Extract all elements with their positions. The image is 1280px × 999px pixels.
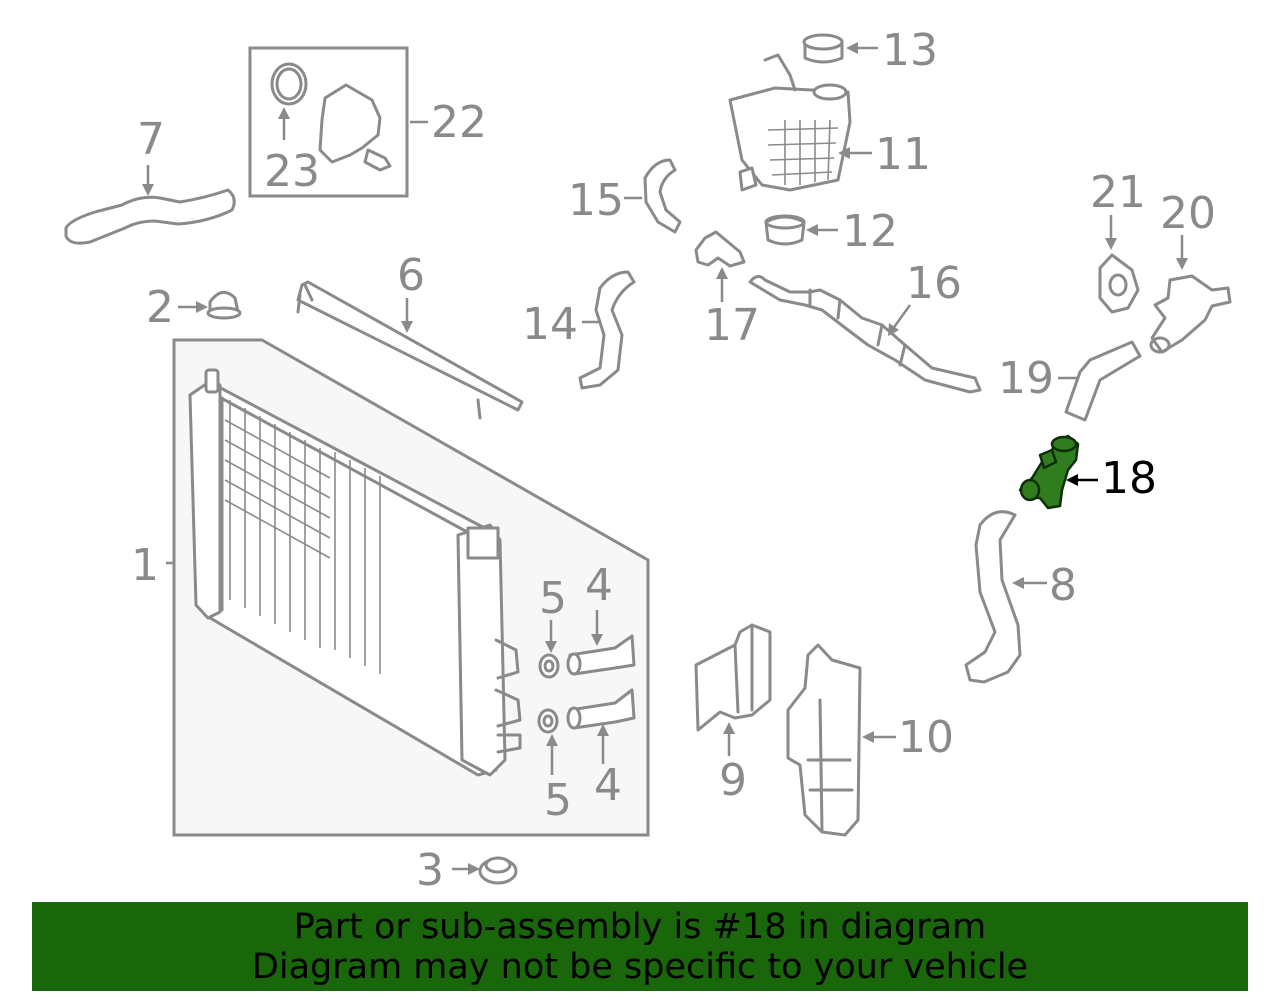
part-20-water-outlet[interactable] (1149, 274, 1232, 354)
callout-4-upper[interactable]: 4 (585, 560, 613, 611)
callout-16[interactable]: 16 (906, 258, 962, 309)
callout-18[interactable]: 18 (1101, 453, 1157, 504)
part-12-cap[interactable] (764, 214, 806, 246)
callout-5-upper[interactable]: 5 (539, 573, 567, 624)
part-22-thermostat-box[interactable] (248, 46, 409, 198)
callout-8[interactable]: 8 (1049, 560, 1077, 611)
callout-13[interactable]: 13 (882, 25, 938, 76)
part-10-air-guide[interactable] (786, 643, 862, 837)
callout-19[interactable]: 19 (998, 353, 1054, 404)
part-16-hose-assembly[interactable] (748, 275, 982, 394)
part-4-drain-plug-upper[interactable] (566, 634, 636, 676)
part-8-lower-hose[interactable] (964, 510, 1022, 684)
callout-2[interactable]: 2 (146, 282, 174, 333)
banner-line-part: Part or sub-assembly is #18 in diagram (293, 906, 987, 947)
info-banner: Part or sub-assembly is #18 in diagram D… (32, 902, 1248, 991)
part-6-support-bar[interactable] (296, 280, 524, 420)
part-4-drain-plug-lower[interactable] (566, 688, 636, 730)
part-14-hose[interactable] (578, 270, 636, 390)
callout-7[interactable]: 7 (137, 114, 165, 165)
part-5-oring-upper[interactable] (538, 653, 560, 679)
callout-6[interactable]: 6 (397, 250, 425, 301)
radiator-fins (224, 400, 381, 674)
part-3-grommet[interactable] (478, 856, 518, 885)
part-5-oring-lower[interactable] (537, 708, 559, 734)
part-18-water-inlet[interactable] (1018, 434, 1080, 510)
part-15-hose[interactable] (643, 158, 682, 234)
callout-23[interactable]: 23 (264, 146, 320, 197)
callout-labels: 1 2 3 4 4 5 5 6 7 8 9 10 11 12 13 14 15 … (131, 25, 1216, 896)
part-1-radiator[interactable] (172, 338, 650, 837)
part-2-clip[interactable] (206, 290, 242, 320)
part-23-gasket[interactable] (270, 62, 308, 106)
callout-1[interactable]: 1 (131, 540, 159, 591)
reservoir-grid (767, 119, 839, 185)
part-7-upper-hose[interactable] (64, 188, 236, 245)
part-13-cap[interactable] (802, 33, 844, 64)
callout-20[interactable]: 20 (1160, 188, 1216, 239)
callout-12[interactable]: 12 (842, 206, 898, 257)
banner-line-disclaimer: Diagram may not be specific to your vehi… (251, 946, 1029, 987)
part-11-reservoir[interactable] (728, 53, 852, 192)
callout-21[interactable]: 21 (1090, 167, 1146, 218)
part-17-tee-joint[interactable] (694, 230, 746, 268)
part-19-hose[interactable] (1064, 340, 1142, 422)
part-21-gasket[interactable] (1098, 253, 1140, 314)
callout-22[interactable]: 22 (431, 97, 487, 148)
callout-9[interactable]: 9 (719, 755, 747, 806)
leader-lines (142, 42, 1188, 875)
callout-4-lower[interactable]: 4 (594, 760, 622, 811)
callout-15[interactable]: 15 (568, 175, 624, 226)
callout-17[interactable]: 17 (704, 300, 760, 351)
part-9-bracket[interactable] (694, 623, 772, 732)
callout-11[interactable]: 11 (875, 129, 931, 180)
callout-3[interactable]: 3 (416, 845, 444, 896)
callout-5-lower[interactable]: 5 (544, 775, 572, 826)
callout-14[interactable]: 14 (522, 299, 578, 350)
callout-10[interactable]: 10 (898, 712, 954, 763)
